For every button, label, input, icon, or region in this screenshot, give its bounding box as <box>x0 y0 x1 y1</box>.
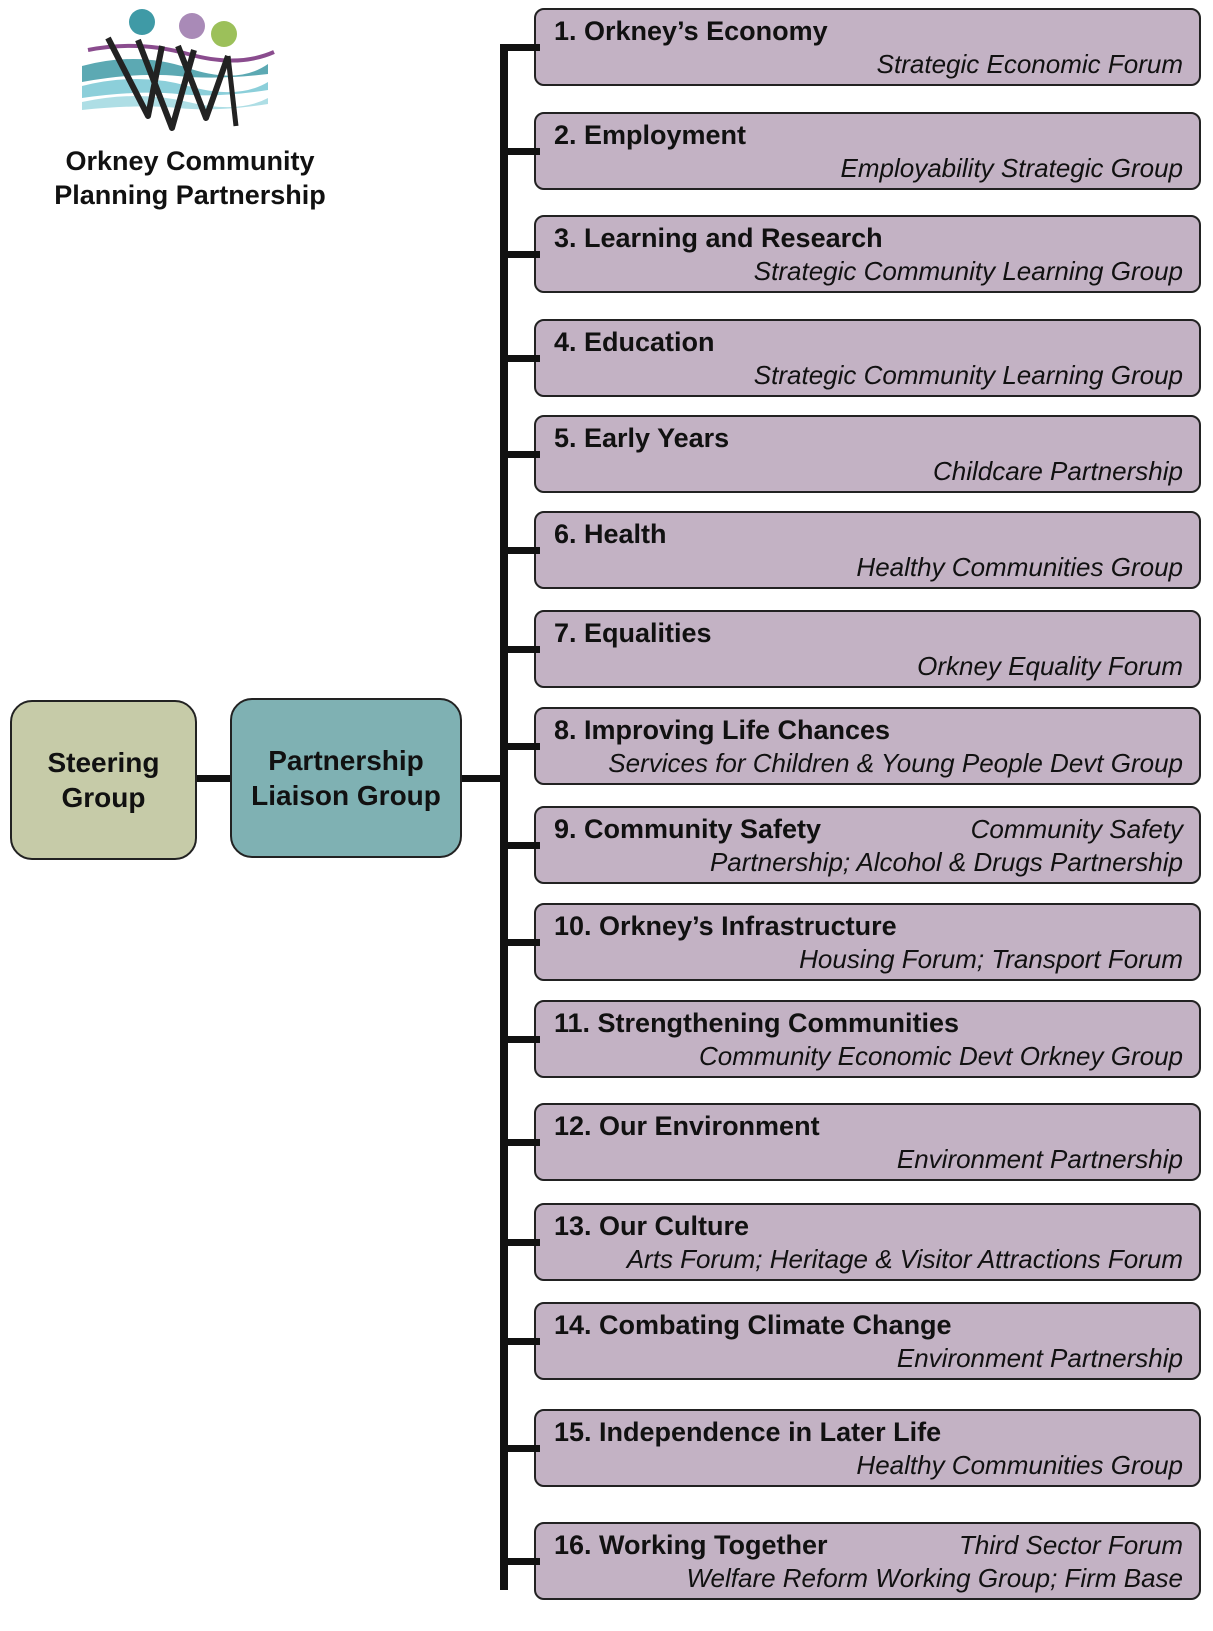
topic-responsible-group: Arts Forum; Heritage & Visitor Attractio… <box>626 1244 1183 1274</box>
topic-branch-line <box>500 1338 540 1345</box>
topic-branch-line <box>500 44 540 51</box>
topic-title: 13. Our Culture <box>554 1211 750 1241</box>
topic-title: 1. Orkney’s Economy <box>554 16 828 46</box>
topic-branch-line <box>500 451 540 458</box>
topic-title: 7. Equalities <box>554 618 712 648</box>
orkney-cpp-logo: Orkney Community Planning Partnership <box>20 0 340 220</box>
topic-title: 6. Health <box>554 519 667 549</box>
topic-title: 9. Community Safety <box>554 814 822 844</box>
topic-branch-line <box>500 251 540 258</box>
partnership-liaison-group-box: Partnership Liaison Group <box>230 698 462 858</box>
logo-graphic <box>82 9 275 131</box>
steering-group-line2: Group <box>61 782 146 813</box>
topic-branch-line <box>500 547 540 554</box>
topic-title: 15. Independence in Later Life <box>554 1417 942 1447</box>
topic-responsible-group: Welfare Reform Working Group; Firm Base <box>686 1563 1183 1593</box>
org-name-line2: Planning Partnership <box>54 180 326 210</box>
steering-group-line1: Steering <box>47 747 160 778</box>
topic-group-line1: Community Safety <box>970 814 1183 844</box>
topic-responsible-group: Healthy Communities Group <box>856 552 1183 582</box>
topic-responsible-group: Strategic Economic Forum <box>876 49 1183 79</box>
topic-responsible-group: Environment Partnership <box>896 1343 1183 1373</box>
topic-branch-line <box>500 1558 540 1565</box>
topic-group-line1: Third Sector Forum <box>959 1530 1183 1560</box>
topic-responsible-group: Employability Strategic Group <box>840 153 1183 183</box>
topic-title: 14. Combating Climate Change <box>554 1310 952 1340</box>
topic-responsible-group: Healthy Communities Group <box>856 1450 1183 1480</box>
topic-title: 11. Strengthening Communities <box>554 1008 960 1038</box>
topic-title: 8. Improving Life Chances <box>554 715 891 745</box>
topic-responsible-group: Services for Children & Young People Dev… <box>608 748 1183 778</box>
topic-title: 5. Early Years <box>554 423 730 453</box>
liaison-spine-connector <box>462 775 504 782</box>
topic-branch-line <box>500 1445 540 1452</box>
topic-branch-line <box>500 842 540 849</box>
topic-title: 2. Employment <box>554 120 747 150</box>
topic-title: 10. Orkney’s Infrastructure <box>554 911 897 941</box>
topic-responsible-group: Partnership; Alcohol & Drugs Partnership <box>709 847 1183 877</box>
steering-liaison-connector <box>197 775 230 782</box>
topic-branch-line <box>500 939 540 946</box>
topic-branch-line <box>500 1036 540 1043</box>
topic-responsible-group: Strategic Community Learning Group <box>753 360 1183 390</box>
topic-branch-line <box>500 355 540 362</box>
topic-responsible-group: Environment Partnership <box>896 1144 1183 1174</box>
topics-spine-line <box>500 46 508 1590</box>
topic-branch-line <box>500 743 540 750</box>
topic-title: 12. Our Environment <box>554 1111 820 1141</box>
topic-responsible-group: Housing Forum; Transport Forum <box>799 944 1183 974</box>
topic-title: 3. Learning and Research <box>554 223 883 253</box>
topic-title: 16. Working Together <box>554 1530 828 1560</box>
org-name-line1: Orkney Community <box>65 146 315 176</box>
liaison-group-line1: Partnership <box>268 745 424 776</box>
topic-title: 4. Education <box>554 327 715 357</box>
topic-branch-line <box>500 646 540 653</box>
liaison-group-line2: Liaison Group <box>251 780 441 811</box>
steering-group-box: Steering Group <box>10 700 197 860</box>
topic-branch-line <box>500 1139 540 1146</box>
topic-branch-line <box>500 1239 540 1246</box>
topic-responsible-group: Orkney Equality Forum <box>917 651 1183 681</box>
topic-responsible-group: Strategic Community Learning Group <box>753 256 1183 286</box>
topic-responsible-group: Childcare Partnership <box>932 456 1183 486</box>
topic-branch-line <box>500 148 540 155</box>
topic-responsible-group: Community Economic Devt Orkney Group <box>698 1041 1183 1071</box>
